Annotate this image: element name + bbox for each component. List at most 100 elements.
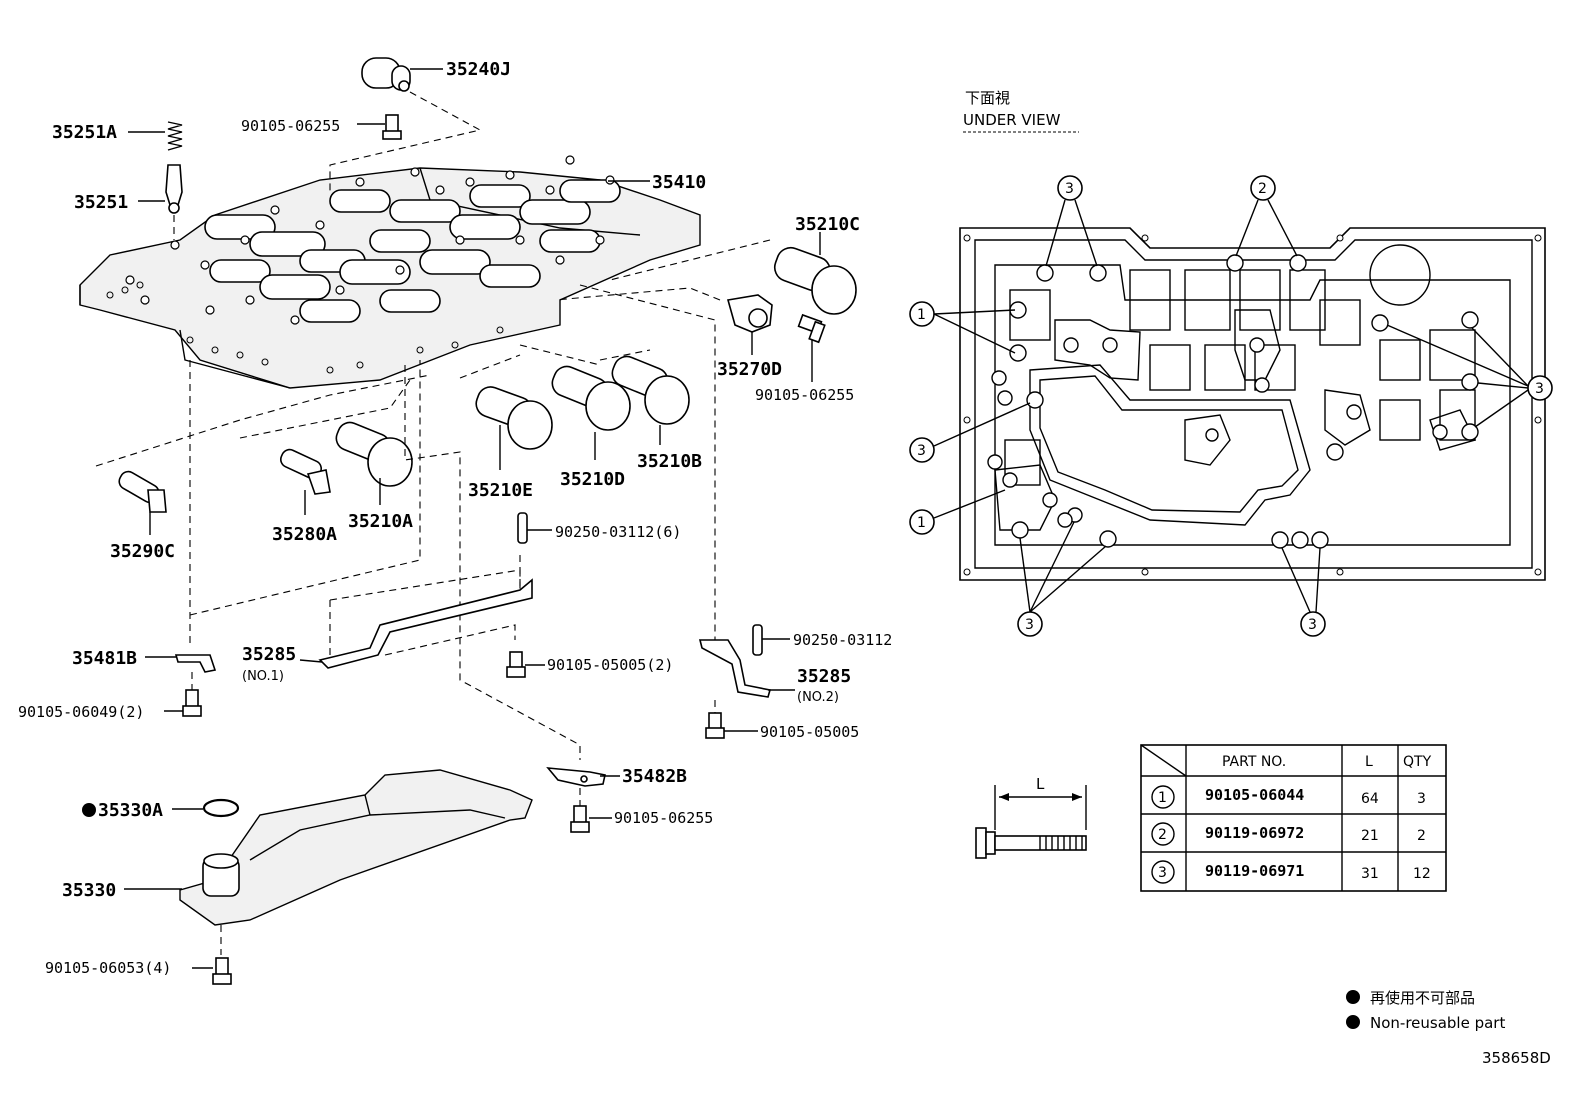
under-view-bolts <box>987 254 1479 549</box>
label-90250-03112-6: 90250-03112(6) <box>555 523 681 541</box>
label-35290C: 35290C <box>110 541 175 562</box>
bolt-90105-05005-2 <box>506 651 545 678</box>
spring-35251A <box>128 121 183 151</box>
svg-text:3: 3 <box>1308 617 1317 633</box>
svg-text:3: 3 <box>1535 381 1544 397</box>
table-row-3-part-no: 90119-06971 <box>1205 862 1304 880</box>
plunger-35251 <box>138 164 183 214</box>
legend-en: Non-reusable part <box>1370 1014 1505 1032</box>
table-header-l: L <box>1365 754 1373 770</box>
label-35240J: 35240J <box>446 59 511 80</box>
label-35210C: 35210C <box>795 214 860 235</box>
bolt-90105-05005 <box>705 712 758 739</box>
table-row-1-l: 64 <box>1361 791 1379 807</box>
strainer-35330 <box>124 769 533 955</box>
label-35280A: 35280A <box>272 524 337 545</box>
callout-3-bottom-left: 3 <box>1017 521 1107 637</box>
label-35210A: 35210A <box>348 511 413 532</box>
label-35285-no2: 35285 <box>797 666 851 687</box>
label-35210D: 35210D <box>560 469 625 490</box>
solenoid-35210B <box>611 355 690 445</box>
bolt-90105-06049-2 <box>164 689 202 717</box>
oring-35330A <box>82 798 240 818</box>
svg-text:2: 2 <box>1258 181 1267 197</box>
table-row-2-ref: 2 <box>1158 827 1167 843</box>
solenoid-35210C <box>773 232 857 315</box>
label-90105-05005: 90105-05005 <box>760 723 859 741</box>
table-row-3-qty: 12 <box>1413 866 1431 882</box>
bolt-90105-06255-mid <box>797 313 826 382</box>
table-header-part-no: PART NO. <box>1222 754 1286 770</box>
svg-text:3: 3 <box>917 443 926 459</box>
callout-3-left: 3 <box>909 402 1031 463</box>
diagram-id: 358658D <box>1482 1049 1551 1067</box>
bracket-35481B <box>145 654 217 690</box>
table-header-qty: QTY <box>1403 754 1432 770</box>
label-35210E: 35210E <box>468 480 533 501</box>
solenoid-35210A <box>335 421 413 505</box>
solenoid-35240J <box>361 57 443 92</box>
label-35330: 35330 <box>62 880 116 901</box>
solenoid-35210D <box>551 365 631 460</box>
bolt-spec-table: PART NO. L QTY 1 90105-06044 64 3 2 9011… <box>1140 744 1447 892</box>
legend-jp: 再使用不可部品 <box>1370 989 1475 1007</box>
bolt-dim-label: L <box>1036 775 1045 793</box>
bracket-35285-no1 <box>299 569 533 669</box>
under-view-title-jp: 下面視 <box>965 89 1010 107</box>
bolt-90105-06255-top <box>357 114 402 140</box>
sensor-35290C <box>118 470 167 535</box>
legend-dot-icon <box>1346 990 1360 1004</box>
bolt-dimension-figure <box>975 785 1087 859</box>
callout-3-top: 3 <box>1045 175 1098 267</box>
bracket-35285-no2 <box>698 639 795 715</box>
label-90105-06049-2: 90105-06049(2) <box>18 703 144 721</box>
under-view-title-en: UNDER VIEW <box>963 111 1061 129</box>
callout-1-lower: 1 <box>909 489 1006 535</box>
label-35285-no1-sub: (NO.1) <box>242 669 284 684</box>
label-90105-06255-low: 90105-06255 <box>614 809 713 827</box>
label-35481B: 35481B <box>72 648 137 669</box>
callout-3-right: 3 <box>1386 324 1553 428</box>
solenoid-35210E <box>475 386 553 470</box>
bracket-35482B <box>546 767 620 806</box>
label-35270D: 35270D <box>717 359 782 380</box>
table-row-2-l: 21 <box>1361 828 1379 844</box>
legend: 再使用不可部品 Non-reusable part <box>1346 989 1505 1032</box>
pin-90250-03112-6 <box>517 512 552 544</box>
legend-dot-icon <box>1346 1015 1360 1029</box>
bolt-90105-06255-low <box>570 805 612 833</box>
table-row-1-part-no: 90105-06044 <box>1205 786 1304 804</box>
label-35285-no2-sub: (NO.2) <box>797 690 839 705</box>
svg-text:1: 1 <box>917 307 926 323</box>
label-35210B: 35210B <box>637 451 702 472</box>
callout-3-bottom-right: 3 <box>1281 547 1326 637</box>
label-90105-05005-2: 90105-05005(2) <box>547 656 673 674</box>
label-90105-06255-top: 90105-06255 <box>241 117 340 135</box>
label-35251A: 35251A <box>52 122 117 143</box>
table-row-2-part-no: 90119-06972 <box>1205 824 1304 842</box>
label-90250-03112: 90250-03112 <box>793 631 892 649</box>
svg-text:3: 3 <box>1025 617 1034 633</box>
svg-text:1: 1 <box>917 515 926 531</box>
table-row-3-l: 31 <box>1361 866 1379 882</box>
callout-1-upper: 1 <box>909 301 1016 354</box>
label-90105-06255-mid: 90105-06255 <box>755 386 854 404</box>
label-35251: 35251 <box>74 192 128 213</box>
under-view-valve-body <box>959 227 1546 581</box>
label-35330A: 35330A <box>98 800 163 821</box>
label-35285-no1: 35285 <box>242 644 296 665</box>
table-row-1-ref: 1 <box>1158 790 1167 806</box>
label-35410: 35410 <box>652 172 706 193</box>
table-row-3-ref: 3 <box>1158 865 1167 881</box>
label-35482B: 35482B <box>622 766 687 787</box>
sensor-35280A <box>279 448 331 515</box>
svg-text:3: 3 <box>1065 181 1074 197</box>
bolt-90105-06053-4 <box>192 957 232 985</box>
valve-body-35410 <box>79 155 701 389</box>
callout-2-top: 2 <box>1235 175 1298 257</box>
table-row-1-qty: 3 <box>1417 791 1426 807</box>
label-90105-06053-4: 90105-06053(4) <box>45 959 171 977</box>
table-row-2-qty: 2 <box>1417 828 1426 844</box>
sensor-35270D <box>726 294 773 355</box>
